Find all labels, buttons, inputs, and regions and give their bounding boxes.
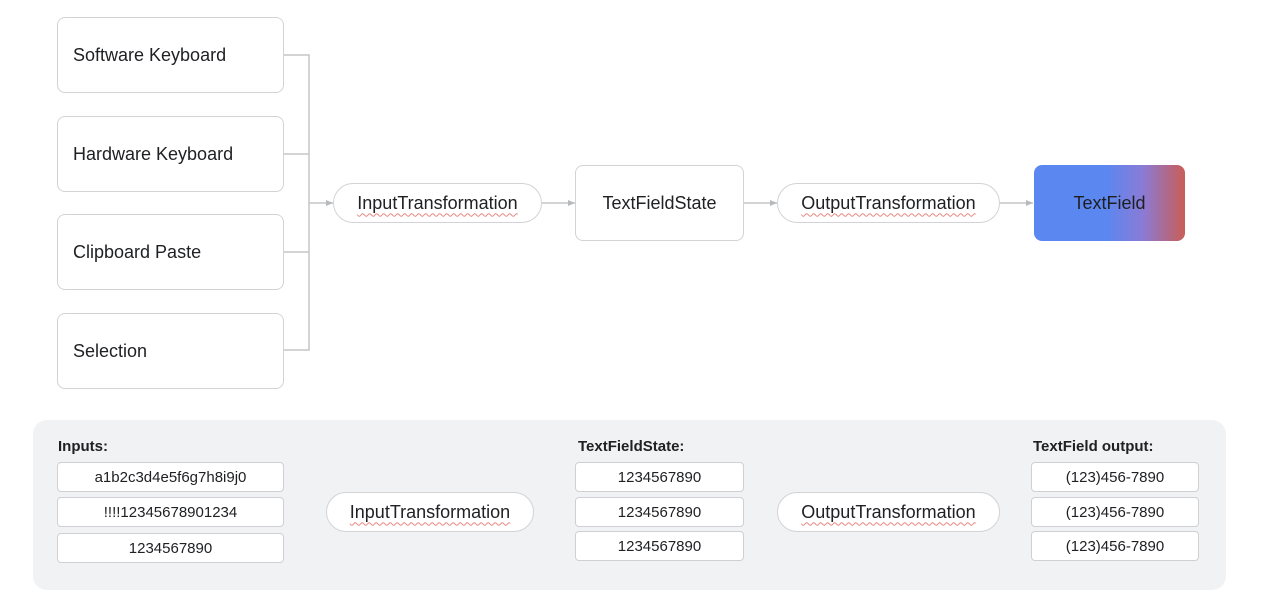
- input-transformation-node: InputTransformation: [333, 183, 542, 223]
- output-heading: TextField output:: [1033, 438, 1154, 455]
- example-input-transformation-label: InputTransformation: [349, 501, 511, 522]
- text-field-state-label: TextFieldState: [602, 192, 717, 213]
- input-value: 1234567890: [57, 533, 284, 563]
- output-transformation-label: OutputTransformation: [801, 192, 976, 213]
- output-value: (123)456-7890: [1031, 531, 1199, 561]
- output-value: (123)456-7890: [1031, 462, 1199, 492]
- example-input-transformation-node: InputTransformation: [326, 492, 534, 532]
- source-label: Software Keyboard: [73, 44, 227, 65]
- example-output-transformation-node: OutputTransformation: [777, 492, 1000, 532]
- input-value: a1b2c3d4e5f6g7h8i9j0: [57, 462, 284, 492]
- inputs-heading: Inputs:: [58, 438, 108, 455]
- output-transformation-node: OutputTransformation: [777, 183, 1000, 223]
- input-value: !!!!12345678901234: [57, 497, 284, 527]
- output-value: (123)456-7890: [1031, 497, 1199, 527]
- source-label: Hardware Keyboard: [73, 143, 234, 164]
- source-selection: Selection: [57, 313, 284, 389]
- source-label: Clipboard Paste: [73, 241, 202, 262]
- source-label: Selection: [73, 340, 148, 361]
- state-value: 1234567890: [575, 531, 744, 561]
- source-software-keyboard: Software Keyboard: [57, 17, 284, 93]
- text-field-state-node: TextFieldState: [575, 165, 744, 241]
- text-field-node: TextField: [1034, 165, 1185, 241]
- state-value: 1234567890: [575, 497, 744, 527]
- input-transformation-label: InputTransformation: [357, 192, 518, 213]
- text-field-label: TextField: [1073, 192, 1146, 213]
- example-output-transformation-label: OutputTransformation: [801, 501, 976, 522]
- source-clipboard-paste: Clipboard Paste: [57, 214, 284, 290]
- state-value: 1234567890: [575, 462, 744, 492]
- source-hardware-keyboard: Hardware Keyboard: [57, 116, 284, 192]
- state-heading: TextFieldState:: [578, 438, 685, 455]
